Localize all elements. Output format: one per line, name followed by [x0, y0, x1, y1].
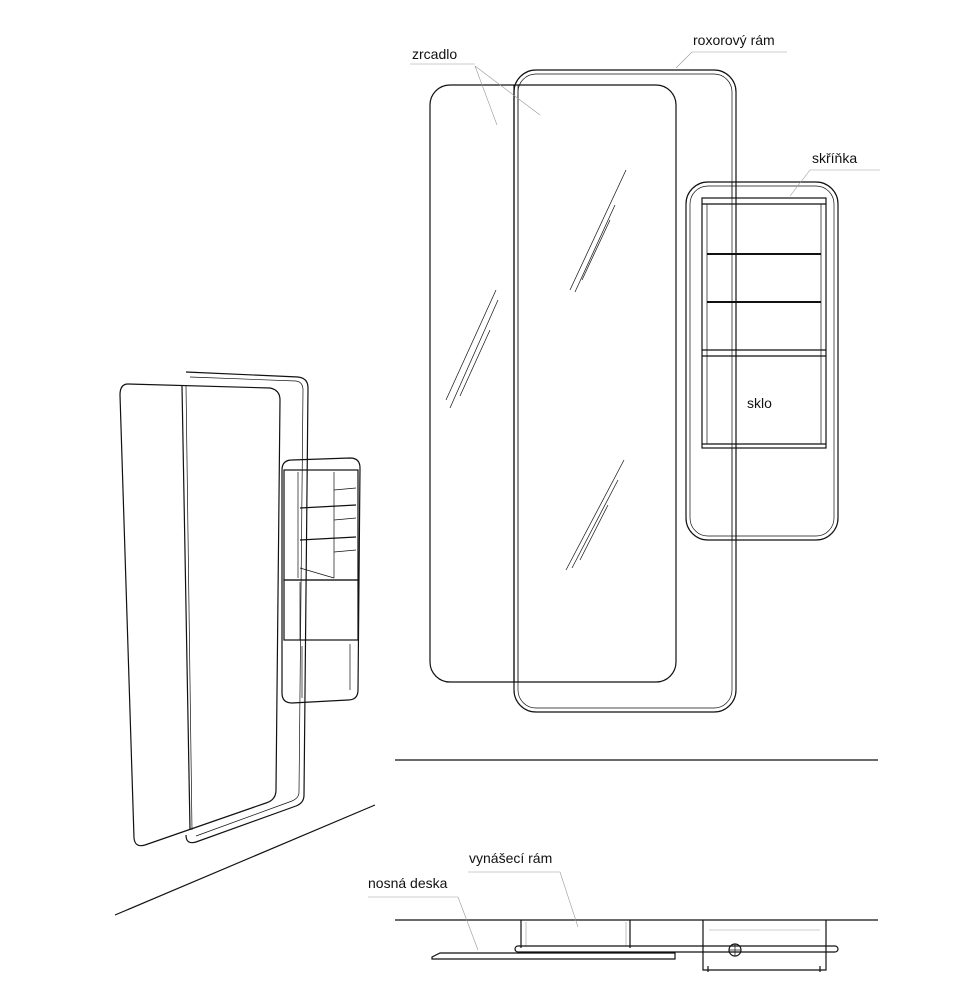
cabinet-box — [701, 182, 827, 540]
drawing-line — [181, 385, 191, 831]
drawing-line — [299, 504, 357, 509]
drawing-line — [581, 219, 611, 281]
cabinet-frame-outer — [685, 181, 839, 541]
label-carrier-board: nosná deska — [368, 875, 448, 891]
drawing-line — [445, 289, 497, 401]
drawing-line — [449, 299, 499, 409]
mirror-reflection-lines — [445, 169, 627, 571]
drawing-line — [574, 204, 616, 293]
drawing-shape — [281, 457, 361, 704]
drawing-line — [333, 517, 357, 521]
drawing-shape — [189, 376, 304, 837]
drawing-shape — [689, 185, 835, 537]
perspective-frame — [185, 371, 309, 844]
drawing-shape — [701, 197, 827, 449]
floor-line — [114, 804, 376, 916]
drawing-line — [789, 169, 811, 197]
drawing-shape — [702, 920, 827, 971]
perspective-cabinet — [281, 457, 361, 704]
drawing-line — [459, 329, 491, 397]
perspective-mirror — [119, 383, 281, 847]
front-view: sklo — [395, 69, 878, 761]
label-mirror: zrcadlo — [412, 46, 457, 62]
drawing-line — [185, 385, 193, 831]
mirror-outline — [429, 84, 677, 683]
label-frame: roxorový rám — [693, 32, 775, 48]
drawing-shape — [283, 579, 359, 641]
drawing-line — [333, 487, 357, 491]
perspective-view — [114, 371, 376, 916]
carrier-board — [431, 952, 676, 960]
drawing-line — [571, 479, 619, 569]
drawing-line — [565, 459, 625, 571]
annotations: zrcadlo roxorový rám skříňka vynášecí rá… — [368, 32, 880, 951]
drawing-line — [299, 536, 357, 541]
label-glass: sklo — [747, 395, 772, 411]
frame-outer — [513, 69, 737, 713]
drawing-line — [299, 567, 335, 579]
drawing-line — [559, 871, 579, 928]
drawing-line — [675, 51, 693, 69]
plan-view — [395, 919, 878, 972]
drawing-line — [474, 65, 541, 116]
drawing-shape — [283, 469, 359, 581]
drawing-line — [579, 504, 609, 561]
drawing-line — [333, 549, 357, 553]
label-support-frame: vynášecí rám — [469, 850, 552, 866]
frame-inner — [517, 73, 733, 709]
drawing-line — [474, 65, 498, 126]
drawing-line — [569, 169, 627, 291]
label-cabinet: skříňka — [812, 150, 857, 166]
drawing-line — [457, 896, 479, 951]
support-frame-bar — [514, 945, 839, 953]
